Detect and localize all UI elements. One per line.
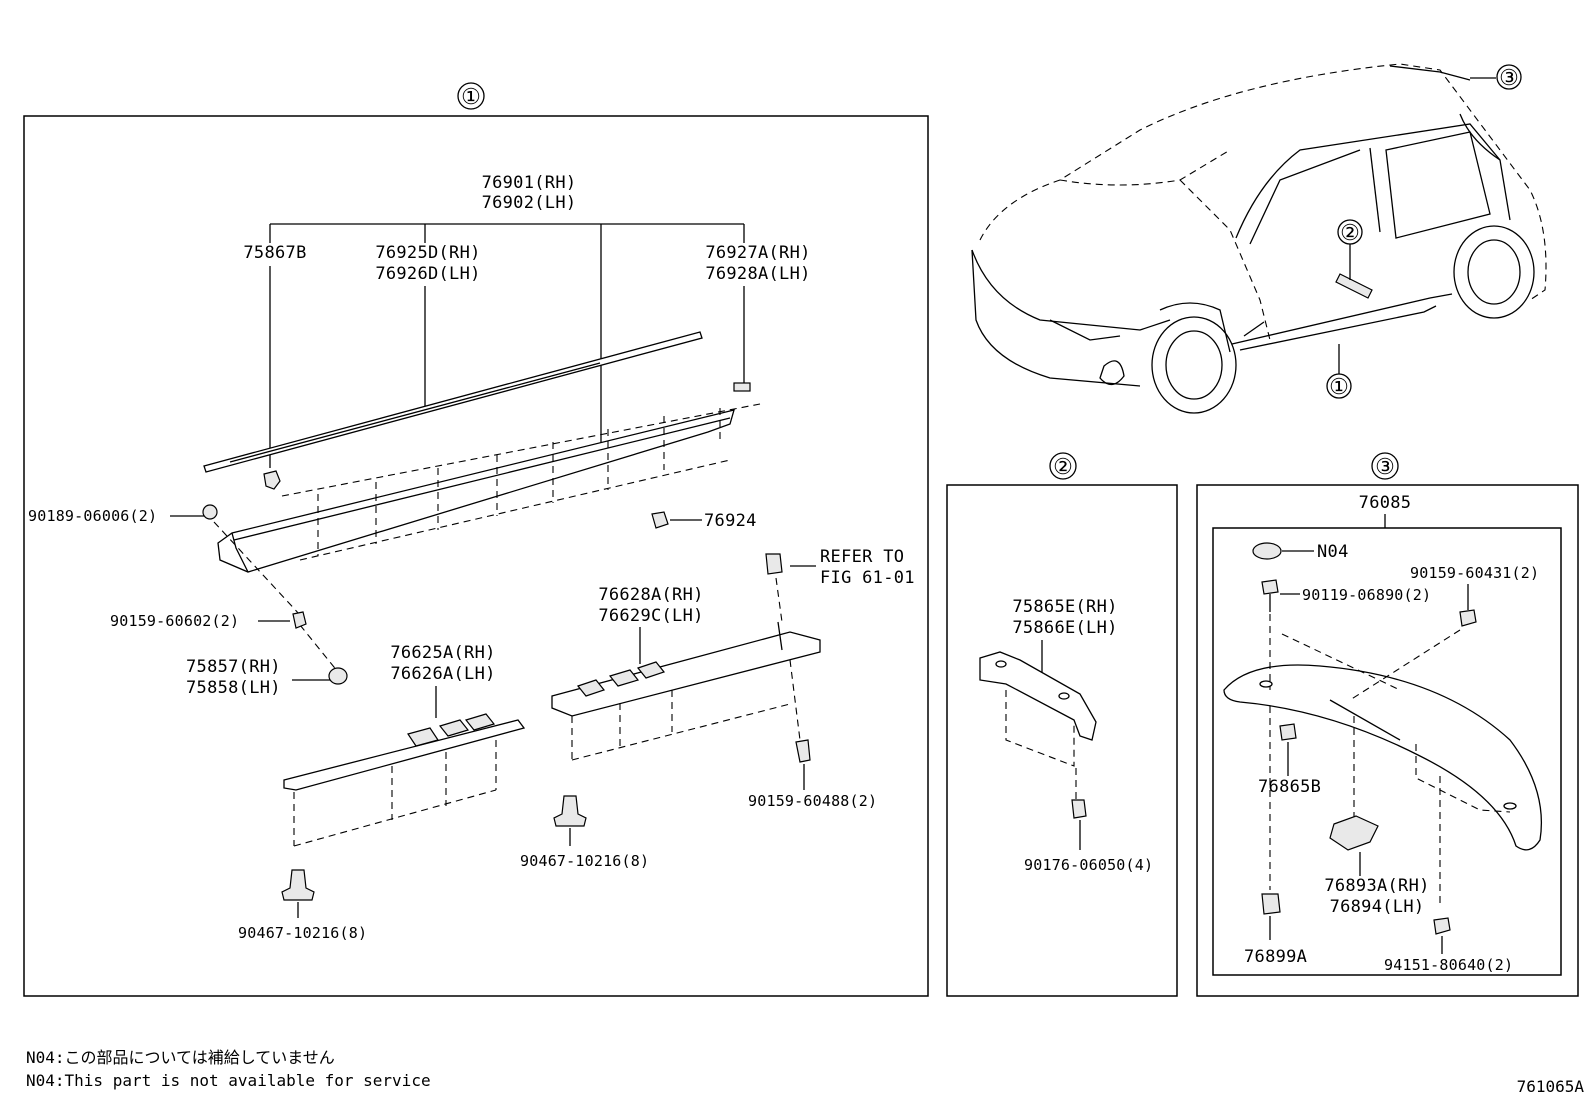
section-1: ① 76901(RH) 76902(LH) 75867B 76925D(RH) … (23, 82, 929, 997)
clip-75867b (263, 470, 281, 490)
callout-circle-3-car (1496, 64, 1522, 90)
section-3-frame (1196, 484, 1579, 997)
car-roof-outline (979, 63, 1547, 301)
car-callout-2: ② (1340, 221, 1360, 246)
label-76626a-lh: 76626A(LH) (390, 664, 495, 684)
car-overview: ② ① ③ (971, 63, 1547, 414)
refer-to-line-2: FIG 61-01 (820, 568, 915, 588)
clip-76924 (651, 511, 669, 529)
label-n04: N04 (1317, 542, 1349, 562)
section-3-callout: ③ (1375, 455, 1395, 480)
figure-id: 761065A (1517, 1077, 1585, 1096)
note-japanese: N04:この部品については補給していません (26, 1048, 335, 1067)
note-english: N04:This part is not available for servi… (26, 1071, 431, 1090)
label-76926d-lh: 76926D(LH) (375, 264, 480, 284)
section-3-inner-frame (1212, 527, 1562, 976)
screw-90159-60488 (795, 739, 811, 763)
screw-90159-60602 (292, 611, 307, 629)
clip-90467-a (553, 795, 587, 827)
label-76894-lh: 76894(LH) (1330, 897, 1425, 917)
clip-76899a (1261, 893, 1281, 915)
label-76625a-rh: 76625A(RH) (390, 643, 495, 663)
cap-n04 (1252, 542, 1282, 560)
label-75867b: 75867B (243, 243, 306, 263)
label-90467-10216-a: 90467-10216(8) (520, 852, 649, 870)
label-90189-06006: 90189-06006(2) (28, 507, 157, 525)
label-76901-rh: 76901(RH) (482, 173, 577, 193)
callout-circle-3 (1371, 452, 1399, 480)
label-76629c-lh: 76629C(LH) (598, 606, 703, 626)
label-76628a-rh: 76628A(RH) (598, 585, 703, 605)
rocker-molding (217, 409, 735, 573)
front-wheel (1151, 316, 1237, 414)
label-75858-lh: 75858(LH) (186, 678, 281, 698)
label-75866e-lh: 75866E(LH) (1012, 618, 1117, 638)
car-callout-3: ③ (1499, 66, 1519, 91)
label-76899a: 76899A (1244, 947, 1307, 967)
label-90159-60488: 90159-60488(2) (748, 792, 877, 810)
label-76925d-rh: 76925D(RH) (375, 243, 480, 263)
car-callout-1: ① (1329, 375, 1349, 400)
section-2-callout: ② (1053, 455, 1073, 480)
clip-76865b (1279, 723, 1297, 741)
section-1-callout: ① (461, 85, 481, 110)
screw-90189 (202, 504, 218, 520)
end-cap-part (733, 382, 751, 392)
rear-wheel (1453, 225, 1535, 319)
plug-75857 (328, 667, 348, 685)
label-76924: 76924 (704, 511, 757, 531)
clip-refer-part (765, 553, 783, 575)
sill-protector-75865e (979, 651, 1097, 741)
label-76893a-rh: 76893A(RH) (1324, 876, 1429, 896)
label-90176-06050: 90176-06050(4) (1024, 856, 1153, 874)
clip-90467-b (281, 869, 315, 901)
clip-90176 (1071, 799, 1087, 819)
callout-circle-1 (457, 82, 485, 110)
label-76865b: 76865B (1258, 777, 1321, 797)
label-94151-80640: 94151-80640(2) (1384, 956, 1513, 974)
label-76902-lh: 76902(LH) (482, 193, 577, 213)
label-76085: 76085 (1359, 493, 1412, 513)
bracket-76628a (551, 631, 821, 717)
screw-94151 (1433, 917, 1451, 935)
bolt-90119 (1261, 579, 1279, 595)
screw-90159-60431 (1459, 609, 1477, 627)
label-90159-60602: 90159-60602(2) (110, 612, 239, 630)
label-90159-60431: 90159-60431(2) (1410, 564, 1539, 582)
label-75857-rh: 75857(RH) (186, 657, 281, 677)
rear-spoiler-76085 (1223, 664, 1543, 851)
pad-76893a (1329, 815, 1379, 851)
label-76927a-rh: 76927A(RH) (705, 243, 810, 263)
sill-protector-part (1335, 273, 1373, 299)
section-3: ③ 76085 N04 90119-06890(2) 90159-60431(2… (1196, 452, 1579, 997)
section-2: ② 75865E(RH) 75866E(LH) 90176-06050(4) (946, 452, 1178, 997)
section-2-frame (946, 484, 1178, 997)
refer-to-line-1: REFER TO (820, 547, 904, 567)
label-76928a-lh: 76928A(LH) (705, 264, 810, 284)
label-90119-06890: 90119-06890(2) (1302, 586, 1431, 604)
section-1-frame (23, 115, 929, 997)
label-90467-10216-b: 90467-10216(8) (238, 924, 367, 942)
label-75865e-rh: 75865E(RH) (1012, 597, 1117, 617)
bracket-76625a (283, 719, 526, 791)
side-sill-molding (1239, 305, 1437, 351)
callout-circle-2 (1049, 452, 1077, 480)
